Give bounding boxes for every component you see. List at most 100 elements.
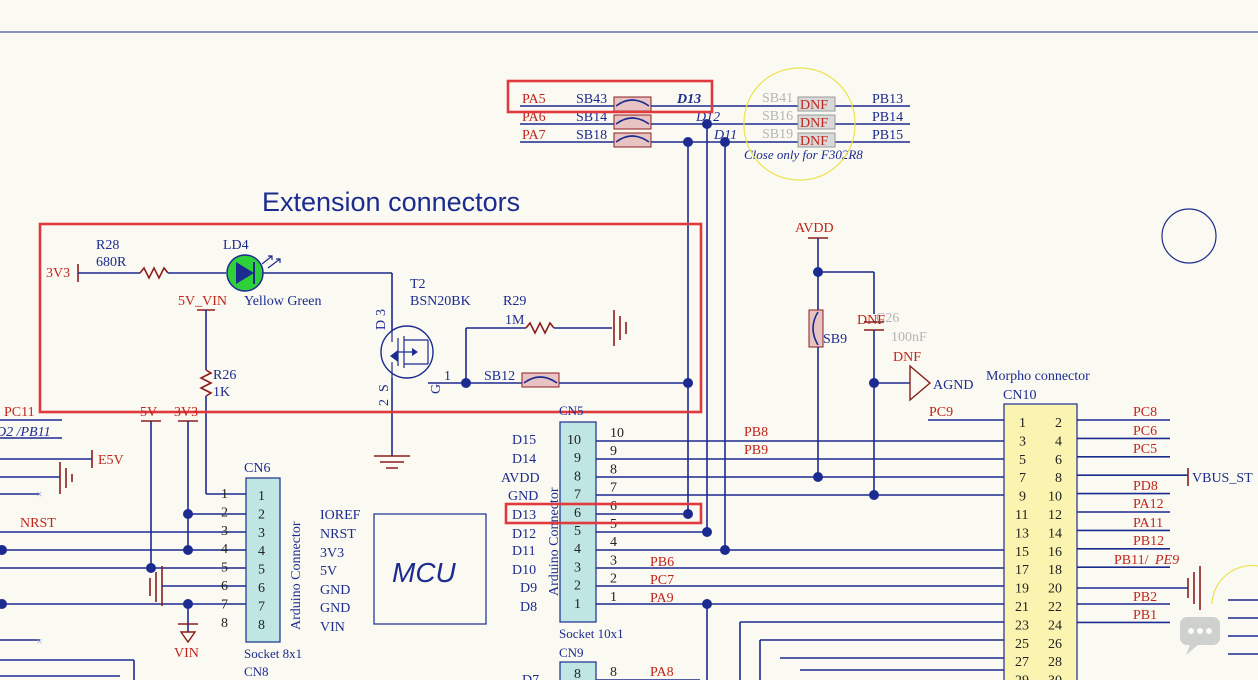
net-d12-top: D12	[695, 110, 720, 125]
svg-text:1K: 1K	[213, 385, 230, 400]
svg-text:PB9: PB9	[744, 443, 768, 458]
cn5-pin-inner: 8	[574, 469, 581, 484]
cn10-pin-odd: 29	[1015, 674, 1029, 680]
cn10-pin-even: 18	[1048, 563, 1062, 578]
svg-text:3V3: 3V3	[174, 405, 198, 420]
cn10-pin-odd: 5	[1019, 453, 1026, 468]
svg-text:GND: GND	[320, 601, 350, 616]
cn10-pin-even: 30	[1048, 674, 1062, 680]
svg-text:SB19: SB19	[762, 127, 793, 142]
svg-text:GND: GND	[320, 583, 350, 598]
net-pa5: PA5	[522, 92, 546, 107]
cn5-pin-inner: 3	[574, 560, 581, 575]
cn10-pin-odd: 1	[1019, 416, 1026, 431]
svg-text:PC6: PC6	[1133, 424, 1157, 439]
svg-text:5V: 5V	[140, 405, 157, 420]
svg-text:NRST: NRST	[320, 527, 356, 542]
cn9-connector: CN9 D7 8 8 PA8	[522, 645, 700, 680]
svg-text:BSN20BK: BSN20BK	[410, 294, 471, 309]
cn6-pin-inner: 3	[258, 526, 265, 541]
cn10-pin-odd: 23	[1015, 618, 1029, 633]
svg-text:IOREF: IOREF	[320, 508, 361, 523]
cn10-pin-odd: 9	[1019, 490, 1026, 505]
net-pb14: PB14	[872, 110, 903, 125]
cn6-pin-outer: 7	[221, 597, 228, 612]
cn6-pin-inner: 1	[258, 489, 265, 504]
svg-text:D8: D8	[520, 600, 537, 615]
highlight-d13	[504, 502, 703, 525]
svg-text:1: 1	[444, 369, 451, 384]
svg-text:CN6: CN6	[244, 461, 270, 476]
cn5-signals: D15 D14 AVDD GND D13 D12 D11 D10 D9 D8	[501, 433, 540, 615]
svg-text:PC9: PC9	[929, 405, 953, 420]
cn5-pin-inner: 4	[574, 542, 581, 557]
net-pb13: PB13	[872, 92, 903, 107]
r29-resistor	[525, 321, 555, 335]
net-pa7: PA7	[522, 128, 546, 143]
cn6-pin-inner: 4	[258, 544, 265, 559]
svg-text:D10: D10	[512, 563, 536, 578]
cn5-pin-inner: 5	[574, 524, 581, 539]
svg-text:CN10: CN10	[1003, 388, 1036, 403]
led-circuit: 3V3 R28 680R LD4 Yellow Green	[38, 222, 703, 495]
svg-text:R29: R29	[503, 294, 526, 309]
svg-text:R28: R28	[96, 238, 119, 253]
svg-text:PA9: PA9	[650, 591, 674, 606]
svg-text:PB8: PB8	[744, 425, 768, 440]
svg-text:NRST: NRST	[20, 516, 56, 531]
cn10-pin-odd: 21	[1015, 600, 1029, 615]
svg-text:CN9: CN9	[559, 645, 584, 660]
left-edge-nets: PC11 D2 /PB11 E5V × NRST × 5V 3V3	[0, 405, 246, 680]
svg-text:3V3: 3V3	[320, 546, 344, 561]
cn6-pin-inner: 5	[258, 563, 265, 578]
svg-text:DNF: DNF	[893, 350, 921, 365]
mcu-block: MCU	[373, 513, 487, 625]
ground-symbol-r29	[613, 310, 627, 346]
cn6-pin-outer: 1	[221, 487, 228, 502]
svg-text:1M: 1M	[505, 313, 525, 328]
chat-bubble-icon	[1180, 617, 1220, 655]
svg-text:DNF: DNF	[800, 134, 828, 149]
svg-text:Arduino Connector: Arduino Connector	[289, 521, 304, 630]
cn10-pin-even: 24	[1048, 618, 1062, 633]
svg-text:100nF: 100nF	[891, 330, 927, 345]
svg-text:LD4: LD4	[223, 238, 249, 253]
svg-text:2: 2	[377, 399, 392, 406]
svg-text:SB41: SB41	[762, 91, 793, 106]
svg-text:Arduino Connector: Arduino Connector	[547, 487, 562, 596]
svg-text:D13: D13	[512, 508, 536, 523]
cn10-pin-even: 2	[1055, 416, 1062, 431]
cn10-pin-even: 20	[1048, 582, 1062, 597]
net-pa6: PA6	[522, 110, 546, 125]
cn10-pin-even: 16	[1048, 545, 1062, 560]
cn5-pin-outer: 10	[610, 426, 624, 441]
cn5-pin-inner: 9	[574, 451, 581, 466]
cn10-pin-even: 6	[1055, 453, 1062, 468]
cn5-pin-outer: 1	[610, 590, 617, 605]
section-title: Extension connectors	[262, 187, 520, 217]
svg-text:AGND: AGND	[933, 378, 973, 393]
svg-text:5V_VIN: 5V_VIN	[178, 294, 227, 309]
cn10-pin-even: 10	[1048, 490, 1062, 505]
cn5-pin-inner: 2	[574, 579, 581, 594]
svg-text:D11: D11	[512, 544, 536, 559]
svg-text:CN8: CN8	[244, 664, 269, 679]
net-d11-top: D11	[713, 128, 737, 143]
cn6-pin-outer: 4	[221, 542, 228, 557]
ground-symbol-t2	[374, 455, 410, 469]
svg-text:E5V: E5V	[98, 453, 124, 468]
net-d13-top: D13	[676, 92, 701, 107]
highlight-sb43	[506, 79, 714, 114]
cn10-pin-odd: 17	[1015, 563, 1029, 578]
r26-resistor	[199, 369, 213, 397]
sb18-bridge	[613, 132, 652, 148]
svg-text:8: 8	[574, 667, 581, 680]
cn10-pin-even: 26	[1048, 637, 1062, 652]
svg-text:PA12: PA12	[1133, 497, 1164, 512]
cn10-pin-odd: 13	[1015, 526, 1029, 541]
svg-text:PC11: PC11	[4, 405, 35, 420]
svg-text:MCU: MCU	[392, 557, 457, 588]
svg-text:8: 8	[610, 665, 617, 680]
svg-text:3: 3	[374, 309, 389, 316]
